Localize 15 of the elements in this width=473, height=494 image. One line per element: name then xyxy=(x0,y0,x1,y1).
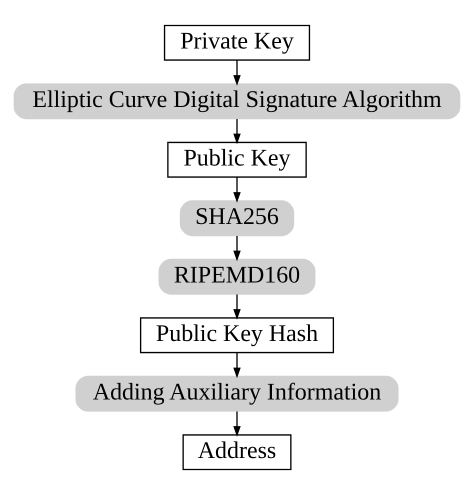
node-box: RIPEMD160 xyxy=(158,258,315,294)
arrow xyxy=(232,352,240,378)
arrow xyxy=(232,294,240,320)
node-box: SHA256 xyxy=(179,200,294,236)
node-box: Private Key xyxy=(163,24,310,60)
arrow xyxy=(232,236,240,261)
arrow xyxy=(232,411,240,436)
node-box: Adding Auxiliary Information xyxy=(74,375,398,412)
arrow xyxy=(232,177,240,202)
node-box: Elliptic Curve Digital Signature Algorithm xyxy=(13,82,460,119)
node-box: Address xyxy=(182,434,292,470)
arrow xyxy=(232,60,240,86)
node-box: Public Key Hash xyxy=(139,316,334,353)
node-box: Public Key xyxy=(166,141,306,178)
arrow xyxy=(232,118,240,144)
